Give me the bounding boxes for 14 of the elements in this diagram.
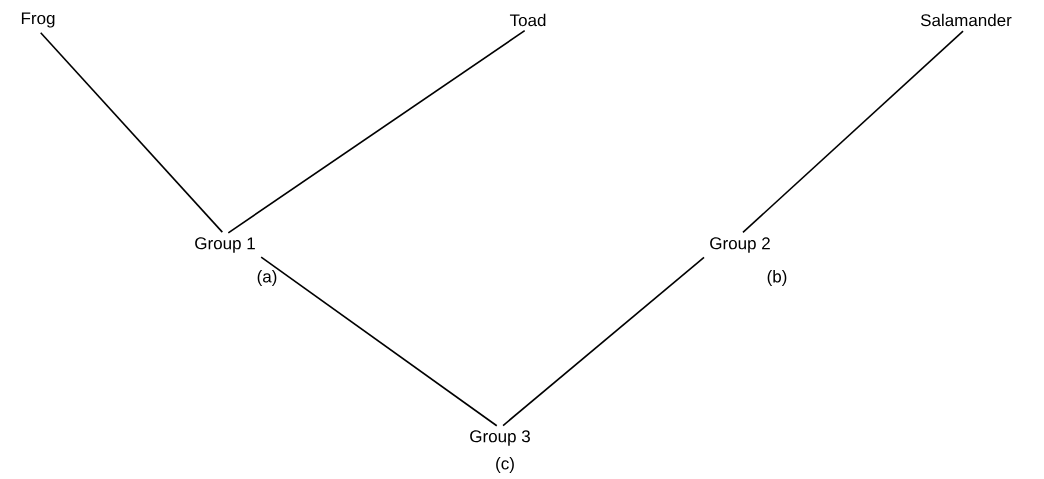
- branch-line: [502, 256, 705, 427]
- taxon-label: Salamander: [920, 13, 1012, 27]
- taxon-label: Frog: [21, 12, 55, 28]
- branch-line: [39, 31, 224, 233]
- branch-line: [227, 29, 526, 234]
- group-letter: (a): [257, 270, 277, 286]
- branch-line: [260, 256, 498, 427]
- taxon-label: Toad: [509, 13, 546, 27]
- group-label: Group 1: [195, 237, 255, 253]
- branch-line: [742, 30, 964, 234]
- group-label: Group 3: [470, 430, 530, 446]
- group-letter: (c): [496, 457, 514, 473]
- group-letter: (b): [767, 270, 787, 286]
- group-label: Group 2: [710, 237, 770, 253]
